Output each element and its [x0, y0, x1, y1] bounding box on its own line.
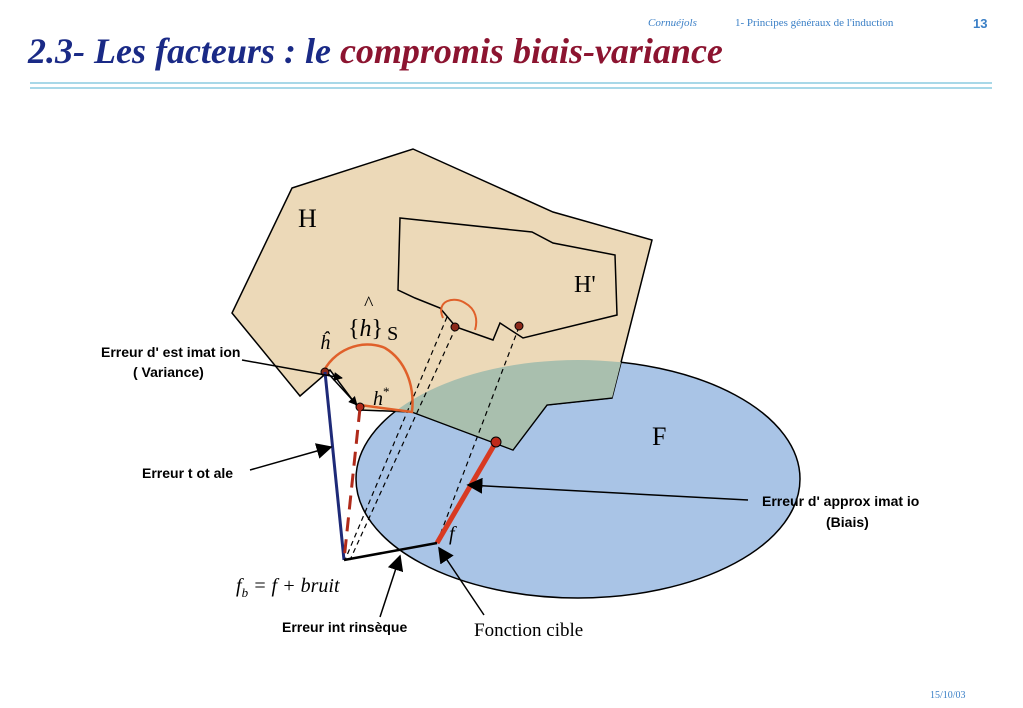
arrow-estimation [241, 359, 343, 381]
approx-point [490, 436, 502, 448]
arrow-fonction-cible [438, 546, 485, 616]
arrow-intrinseque [379, 554, 404, 618]
hprime-point-right [514, 321, 524, 331]
total-error-line [323, 371, 346, 561]
slide-title: 2.3- Les facteurs : le compromis biais-v… [28, 30, 723, 72]
label-total-error: Erreur t ot ale [142, 465, 233, 481]
label-intrinsic-error: Erreur int rinsèque [282, 619, 407, 635]
overlap-region [356, 360, 652, 450]
hypothesis-subspace-H-prime [397, 217, 618, 341]
footer-date: 15/10/03 [930, 690, 966, 701]
estimation-arc [320, 343, 414, 414]
header-chapter: 1- Principes généraux de l'induction [735, 17, 894, 29]
label-target-function: Fonction cible [474, 620, 583, 641]
label-hat-mark: ^ [364, 293, 374, 315]
slide-title-part1: 2.3- Les facteurs : le [28, 31, 340, 71]
label-variance: ( Variance) [133, 364, 204, 380]
label-f: f [449, 523, 457, 545]
small-estimation-arc [440, 298, 478, 331]
label-h-hat-set: {h}S [348, 316, 398, 345]
overlap-boundary [411, 397, 613, 451]
label-h-star: h* [373, 384, 390, 410]
projection-lines [344, 316, 520, 561]
label-H: H [298, 204, 317, 233]
label-F: F [652, 422, 666, 451]
label-h-hat: ĥ [320, 330, 331, 354]
label-approximation-error: Erreur d' approx imat io [762, 493, 919, 509]
arrow-approximation [466, 477, 749, 501]
label-H-prime: H' [574, 272, 596, 298]
title-rule-bottom [30, 87, 992, 89]
label-estimation-error: Erreur d' est imat ion [101, 344, 240, 360]
title-rule-top [30, 82, 992, 84]
arrow-totale [249, 443, 333, 471]
label-fb: fb = f + bruit [236, 575, 340, 600]
header-author: Cornuéjols [648, 17, 697, 29]
label-bias: (Biais) [826, 514, 869, 530]
hprime-point-left [450, 322, 460, 332]
intrinsic-error-line [343, 541, 438, 562]
hstar-fb-dashed [342, 407, 362, 561]
slide-title-part2: compromis biais-variance [339, 31, 723, 71]
page-number: 13 [973, 16, 988, 31]
